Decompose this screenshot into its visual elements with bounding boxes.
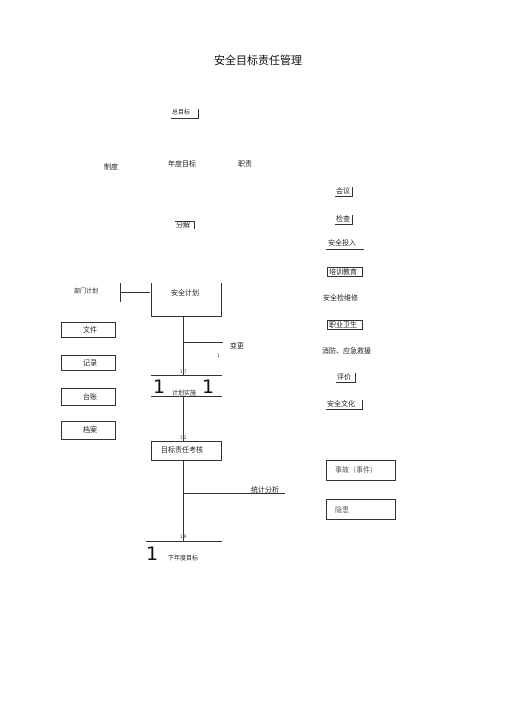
hazard-label: 隐患 bbox=[335, 506, 349, 514]
accident-label: 事故（事件） bbox=[335, 466, 377, 474]
big-number-1b: 1 bbox=[202, 376, 215, 398]
health-box: 职业卫生 bbox=[327, 320, 363, 330]
ledger-box: 台账 bbox=[61, 388, 116, 406]
health-label: 职业卫生 bbox=[329, 321, 357, 329]
scale-mark-2: 1:2 bbox=[180, 435, 187, 440]
documents-box: 文件 bbox=[61, 322, 116, 338]
ledger-label: 台账 bbox=[83, 393, 97, 401]
safety-plan-label: 安全计划 bbox=[171, 289, 199, 297]
scale-mark-1: 1:7 bbox=[180, 369, 187, 374]
records-label: 记录 bbox=[83, 359, 97, 367]
training-label: 培训教育 bbox=[329, 268, 357, 276]
safety-plan-box: 安全计划 bbox=[151, 283, 222, 317]
flow-line-2 bbox=[183, 396, 184, 441]
implement-bottom-line bbox=[151, 396, 222, 397]
assessment-label: 目标责任考核 bbox=[161, 446, 203, 454]
decompose-label: 分解 bbox=[176, 221, 190, 229]
inspection-label: 检查 bbox=[336, 215, 350, 223]
total-goal-box: 总目标 bbox=[171, 109, 199, 119]
stat-analysis-label: 统计分析 bbox=[251, 486, 279, 494]
next-goal-label: 下年度目标 bbox=[168, 555, 199, 562]
evaluation-label: 评价 bbox=[337, 373, 351, 381]
records-box: 记录 bbox=[61, 355, 116, 371]
assessment-box: 目标责任考核 bbox=[151, 441, 222, 461]
scale-mark-3: 1:9 bbox=[180, 534, 187, 539]
inspection-box: 检查 bbox=[335, 215, 353, 225]
implement-top-line bbox=[151, 375, 222, 376]
meeting-box: 会议 bbox=[335, 187, 353, 197]
culture-box: 安全文化 bbox=[326, 400, 363, 410]
documents-label: 文件 bbox=[83, 326, 97, 334]
hazard-box: 隐患 bbox=[326, 499, 396, 520]
annual-goal-label: 年度目标 bbox=[168, 160, 196, 168]
system-label: 制度 bbox=[104, 163, 118, 171]
change-connector-line bbox=[183, 342, 223, 343]
meeting-label: 会议 bbox=[336, 187, 350, 195]
culture-label: 安全文化 bbox=[327, 400, 355, 408]
total-goal-label: 总目标 bbox=[172, 109, 191, 116]
evaluation-box: 评价 bbox=[336, 373, 356, 383]
fire-label: 消防、应急救援 bbox=[322, 347, 371, 355]
investment-label: 安全投入 bbox=[328, 239, 356, 247]
flow-line-1 bbox=[183, 317, 184, 375]
next-goal-top-line bbox=[146, 541, 222, 542]
change-label: 变更 bbox=[230, 342, 244, 350]
maintenance-label: 安全检维修 bbox=[323, 294, 358, 302]
accident-box: 事故（事件） bbox=[326, 460, 396, 481]
flow-line-3 bbox=[183, 461, 184, 541]
duties-label: 职责 bbox=[238, 160, 252, 168]
page-title: 安全目标责任管理 bbox=[214, 54, 302, 67]
stat-connector-line bbox=[183, 493, 285, 494]
big-number-1a: 1 bbox=[153, 376, 166, 398]
big-number-1c: 1 bbox=[146, 543, 159, 565]
decompose-box: 分解 bbox=[175, 221, 195, 229]
dept-connector-line bbox=[120, 292, 150, 293]
archives-box: 档案 bbox=[61, 421, 116, 440]
change-mark: 1 bbox=[217, 353, 220, 358]
archives-label: 档案 bbox=[83, 426, 97, 434]
training-box: 培训教育 bbox=[327, 267, 363, 277]
dept-plan-label: 部门计划 bbox=[74, 288, 99, 295]
investment-underline bbox=[326, 249, 364, 250]
implement-label: 计划实施 bbox=[172, 390, 197, 397]
